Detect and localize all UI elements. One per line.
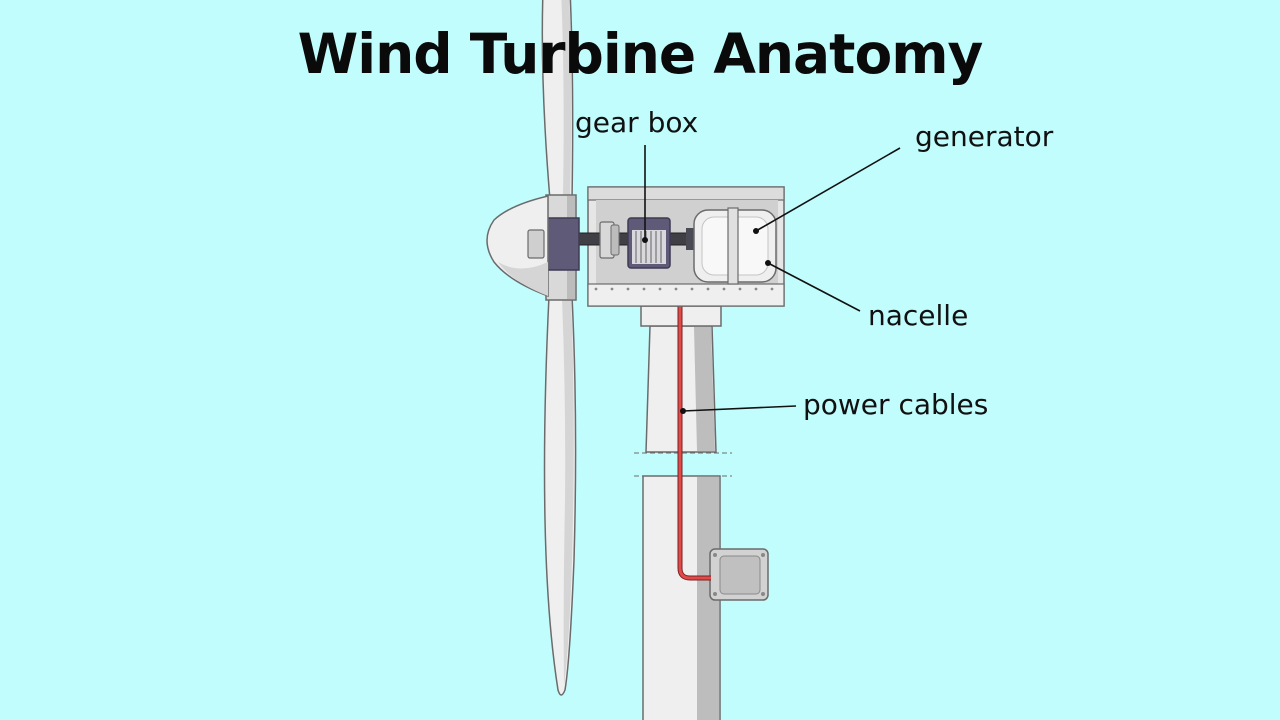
shaft-flange bbox=[686, 228, 694, 250]
tower-upper-shadow bbox=[694, 327, 715, 451]
generator-band bbox=[727, 207, 739, 285]
junction-box-face bbox=[719, 555, 761, 595]
callout-dot-generator bbox=[753, 228, 759, 234]
callout-dot-nacelle bbox=[765, 260, 771, 266]
junction-box-bolt bbox=[713, 592, 717, 596]
diagram-title: Wind Turbine Anatomy bbox=[297, 22, 984, 86]
nose-cone-shade bbox=[498, 262, 548, 296]
blade-upper-shadow bbox=[561, 0, 572, 196]
label-gear-box: gear box bbox=[575, 106, 699, 139]
nacelle-floor-rivets bbox=[594, 287, 774, 291]
hub-bolt-plate bbox=[527, 229, 545, 259]
callout-dots bbox=[642, 228, 771, 414]
gearbox bbox=[627, 217, 671, 269]
junction-box-bolt bbox=[761, 592, 765, 596]
junction-box-bolt bbox=[761, 553, 765, 557]
callout-line-generator bbox=[755, 147, 901, 232]
blade-lower-shadow bbox=[562, 298, 574, 685]
callout-dot-power-cables bbox=[680, 408, 686, 414]
nacelle-roof bbox=[587, 186, 785, 201]
nacelle-floor bbox=[587, 283, 785, 307]
generator bbox=[693, 207, 777, 285]
gearbox-fin-lines bbox=[635, 231, 662, 263]
gearbox-fins bbox=[632, 230, 666, 264]
label-generator: generator bbox=[915, 120, 1054, 153]
junction-box-bolt bbox=[713, 553, 717, 557]
callout-lines bbox=[644, 145, 901, 412]
shaft-coupling bbox=[610, 224, 620, 256]
label-power-cables: power cables bbox=[803, 388, 989, 421]
rotor-hub bbox=[486, 194, 580, 301]
junction-box bbox=[709, 548, 769, 601]
callout-line-nacelle bbox=[767, 262, 861, 312]
callout-dot-gearbox bbox=[642, 237, 648, 243]
hub-block bbox=[542, 217, 580, 271]
tower-lower-shadow bbox=[697, 477, 719, 720]
callout-line-power-cables bbox=[682, 405, 797, 412]
rotor-blades bbox=[541, 0, 577, 696]
label-nacelle: nacelle bbox=[868, 299, 969, 332]
